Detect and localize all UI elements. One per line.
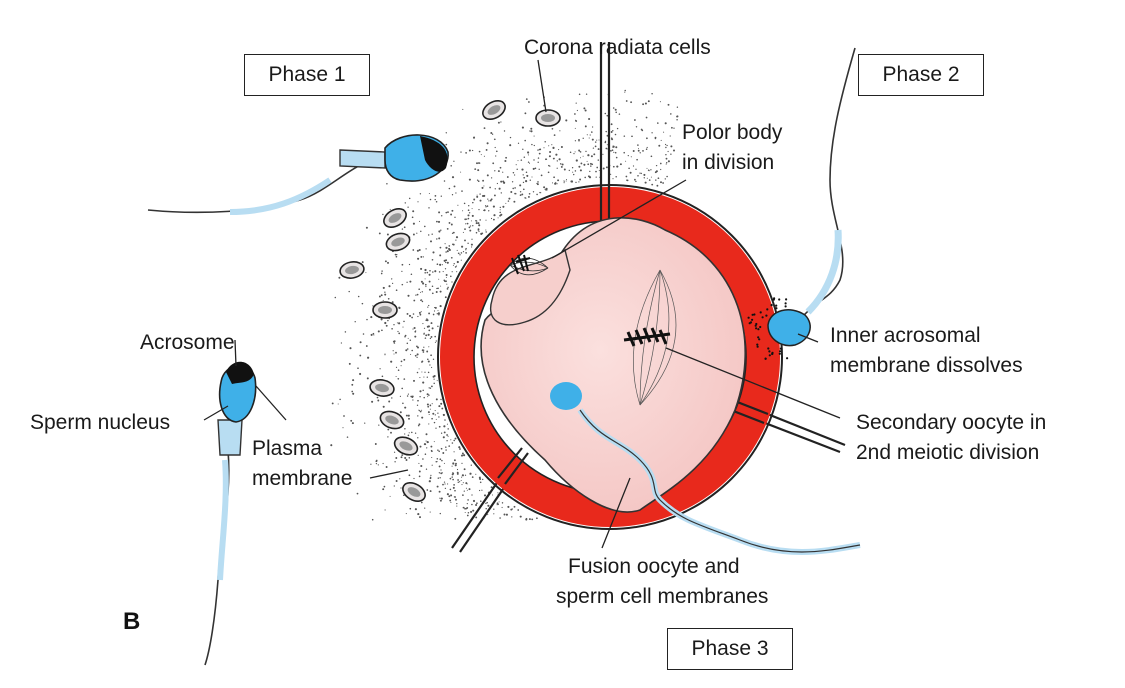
chromosomes <box>623 327 671 347</box>
label-acrosome: Acrosome <box>140 331 235 354</box>
sperm-phase-1 <box>147 134 449 215</box>
phase-1-label: Phase 1 <box>244 54 370 96</box>
corona-radiata-halo <box>330 89 679 521</box>
label-polar-body-2: in division <box>682 151 775 174</box>
leader-lines <box>203 59 841 549</box>
label-plasma-membrane-1: Plasma <box>252 437 323 460</box>
label-sperm-nucleus: Sperm nucleus <box>30 411 171 434</box>
sperm-free <box>204 361 257 666</box>
label-inner-acrosomal-1: Inner acrosomal <box>830 324 981 347</box>
phase-3-label: Phase 3 <box>667 628 793 670</box>
label-fusion-1: Fusion oocyte and <box>568 555 740 578</box>
label-corona-radiata: Corona radiata cells <box>524 36 711 59</box>
label-polar-body-1: Polor body <box>682 121 783 144</box>
label-inner-acrosomal-2: membrane dissolves <box>830 354 1023 377</box>
label-plasma-membrane-2: membrane <box>252 467 353 490</box>
sperm-phase-2 <box>747 47 856 360</box>
label-secondary-oocyte-2: 2nd meiotic division <box>856 441 1040 464</box>
panel-letter: B <box>123 608 141 635</box>
polar-body-spindle <box>509 254 549 276</box>
label-fusion-2: sperm cell membranes <box>556 585 769 608</box>
phase-2-label: Phase 2 <box>858 54 984 96</box>
fusing-sperm <box>550 382 861 555</box>
label-secondary-oocyte-1: Secondary oocyte in <box>856 411 1047 434</box>
